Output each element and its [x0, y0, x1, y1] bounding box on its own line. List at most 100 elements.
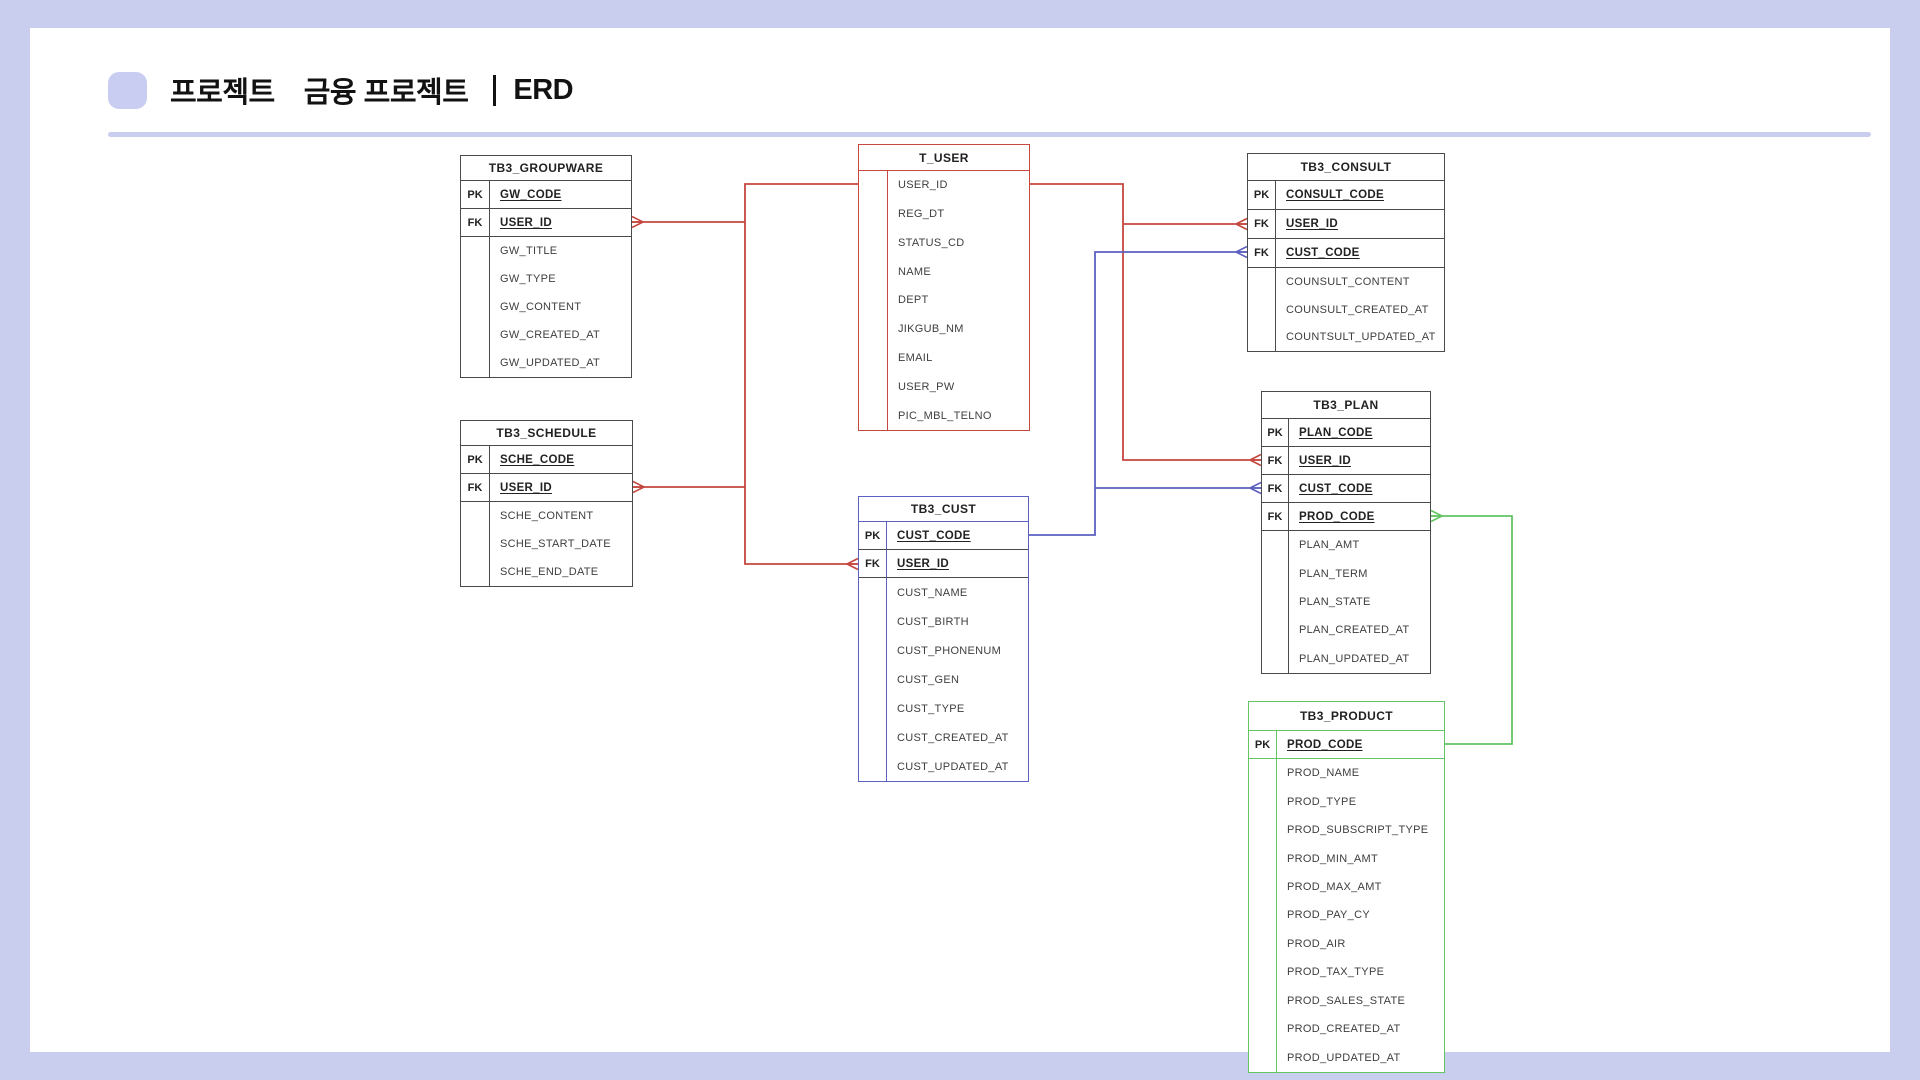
crows-foot-icon	[631, 215, 644, 229]
key-tag-fk: FK	[1262, 475, 1289, 502]
entity-field: PROD_SUBSCRIPT_TYPE	[1287, 824, 1429, 837]
page-header: 프로젝트 금융 프로젝트 ERD	[108, 66, 574, 114]
key-tag-fk: FK	[1248, 239, 1276, 267]
entity-field: SCHE_CONTENT	[500, 510, 594, 522]
key-tag-fk: FK	[859, 550, 887, 577]
entity-field: NAME	[898, 265, 931, 278]
entity-field: USER_PW	[898, 380, 955, 393]
key-field-name: CUST_CODE	[1286, 247, 1360, 259]
entity-field: PROD_TAX_TYPE	[1287, 966, 1385, 979]
rounded-square-icon	[108, 71, 147, 109]
key-column-spacer	[859, 578, 887, 781]
entity-field: COUNSULT_CONTENT	[1286, 275, 1410, 288]
key-field-name: USER_ID	[1286, 218, 1338, 230]
key-tag-pk: PK	[461, 446, 490, 473]
entity-field-block: COUNSULT_CONTENT COUNSULT_CREATED_AT COUNT…	[1248, 268, 1444, 352]
crows-foot-icon	[1249, 481, 1262, 495]
entity-field: PROD_SALES_STATE	[1287, 994, 1406, 1007]
crows-foot-icon	[1235, 217, 1248, 231]
entity-key-row: FK CUST_CODE	[1248, 239, 1444, 268]
entity-title: TB3_SCHEDULE	[461, 421, 632, 446]
entity-key-row: PK SCHE_CODE	[461, 446, 632, 474]
relationship-line-cust-to-consult-plan	[1029, 251, 1247, 536]
entity-key-row: FK USER_ID	[1262, 447, 1430, 475]
key-tag-fk: FK	[1262, 447, 1289, 474]
entity-field: PLAN_UPDATED_AT	[1299, 652, 1410, 665]
entity-field: PROD_TYPE	[1287, 795, 1357, 808]
key-tag-pk: PK	[859, 522, 887, 549]
entity-field: COUNTSULT_UPDATED_AT	[1286, 331, 1436, 344]
page-title-erd: ERD	[513, 73, 574, 106]
entity-field: PLAN_CREATED_AT	[1299, 624, 1410, 637]
key-field-name: USER_ID	[1299, 454, 1351, 467]
relationship-line-user-to-right-tables	[1030, 183, 1261, 461]
entity-key-row: FK USER_ID	[859, 550, 1028, 578]
entity-field: CUST_UPDATED_AT	[897, 760, 1009, 773]
entity-field: PROD_AIR	[1287, 937, 1346, 950]
entity-field: GW_CREATED_AT	[500, 329, 601, 341]
relationship-line-product-to-plan	[1431, 515, 1513, 745]
entity-field: STATUS_CD	[898, 236, 965, 249]
entity-field-block: PROD_NAME PROD_TYPE PROD_SUBSCRIPT_TYPE PRO…	[1249, 759, 1444, 1072]
entity-field: PLAN_TERM	[1299, 567, 1368, 580]
entity-field: CUST_BIRTH	[897, 615, 969, 628]
key-tag-pk: PK	[461, 181, 490, 208]
entity-field: PROD_MAX_AMT	[1287, 880, 1382, 893]
key-field-name: SCHE_CODE	[500, 453, 575, 466]
entity-field: PROD_PAY_CY	[1287, 909, 1370, 922]
key-tag-fk: FK	[461, 209, 490, 236]
entity-field: PIC_MBL_TELNO	[898, 409, 992, 422]
page-title-project-name: 금융 프로젝트	[303, 77, 469, 109]
relationship-lines-layer	[631, 183, 1513, 745]
crows-foot-icon	[1430, 509, 1443, 523]
entity-field: COUNSULT_CREATED_AT	[1286, 303, 1429, 316]
entity-field: SCHE_START_DATE	[500, 538, 611, 550]
key-field-name: USER_ID	[897, 557, 949, 570]
entity-key-row: PK GW_CODE	[461, 181, 631, 209]
relationship-line-user-to-left-tables	[744, 183, 858, 565]
page-title-project-label: 프로젝트	[170, 77, 275, 109]
key-column-spacer	[461, 237, 490, 377]
key-field-name: CONSULT_CODE	[1286, 189, 1384, 201]
entity-field: CUST_TYPE	[897, 702, 965, 715]
key-field-name: GW_CODE	[500, 188, 562, 201]
entity-field: GW_CONTENT	[500, 301, 582, 313]
key-field-name: CUST_CODE	[897, 529, 971, 542]
crows-foot-icon	[846, 557, 859, 571]
header-rule	[108, 132, 1871, 137]
crows-foot-icon	[632, 480, 645, 494]
key-column-spacer	[1249, 759, 1277, 1072]
entity-title: TB3_PRODUCT	[1249, 702, 1444, 731]
entity-field: SCHE_END_DATE	[500, 566, 599, 578]
crows-foot-icon	[1235, 245, 1248, 259]
key-tag-fk: FK	[461, 474, 490, 501]
entity-field: CUST_GEN	[897, 673, 960, 686]
entity-field: PROD_NAME	[1287, 767, 1360, 780]
entity-field-list: PROD_NAME PROD_TYPE PROD_SUBSCRIPT_TYPE PRO…	[1277, 759, 1444, 1072]
key-tag-pk: PK	[1262, 419, 1289, 446]
key-tag-fk: FK	[1262, 503, 1289, 530]
key-tag-pk: PK	[1248, 181, 1276, 209]
key-field-name: CUST_CODE	[1299, 482, 1373, 495]
entity-field-block: SCHE_CONTENT SCHE_START_DATE SCHE_END_DATE	[461, 502, 632, 586]
title-divider-bar	[493, 74, 497, 106]
crows-foot-icon	[1249, 453, 1262, 467]
key-field-name: USER_ID	[500, 216, 552, 229]
entity-field-list: SCHE_CONTENT SCHE_START_DATE SCHE_END_DATE	[490, 502, 632, 586]
